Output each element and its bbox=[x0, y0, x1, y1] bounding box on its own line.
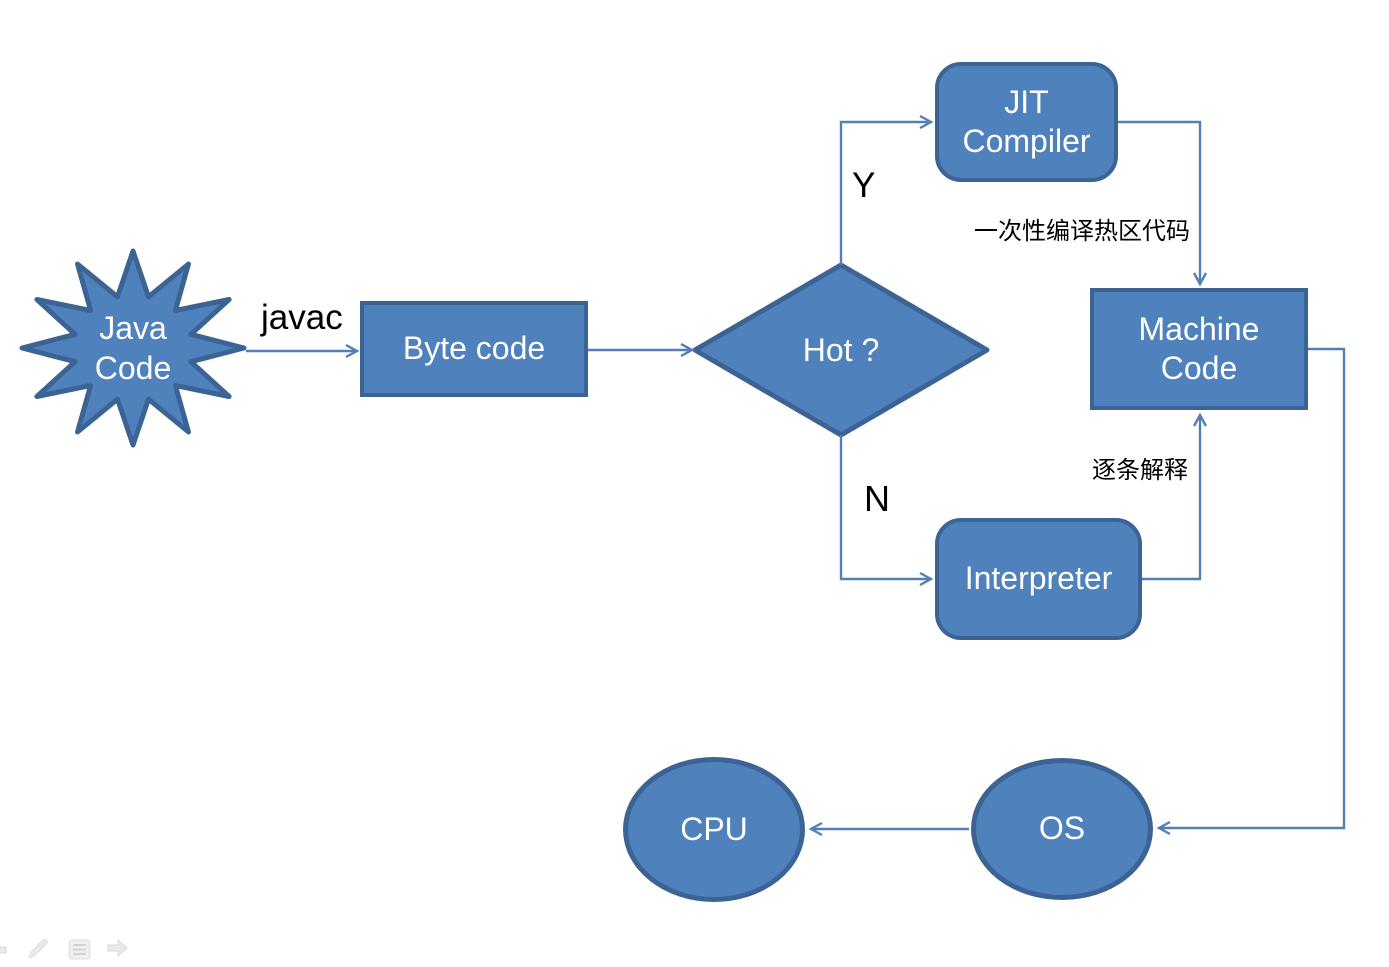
byte-code-label: Byte code bbox=[402, 330, 546, 367]
next-slide-icon[interactable] bbox=[105, 935, 131, 961]
jit-compiler-node: JIT Compiler bbox=[935, 62, 1118, 182]
machine-code-node: Machine Code bbox=[1090, 288, 1308, 410]
jit-label-line1: JIT bbox=[1004, 83, 1049, 120]
jit-label-line2: Compiler bbox=[962, 123, 1091, 159]
javac-edge-label: javac bbox=[261, 298, 343, 337]
os-node: OS bbox=[971, 758, 1153, 900]
pen-icon[interactable] bbox=[25, 935, 51, 961]
prev-slide-icon[interactable] bbox=[0, 937, 9, 963]
jit-compiler-label: JIT Compiler bbox=[962, 83, 1090, 161]
byte-code-node: Byte code bbox=[360, 301, 588, 397]
edge-machine-to-os bbox=[1156, 347, 1346, 836]
jit-note-label: 一次性编译热区代码 bbox=[974, 219, 1190, 245]
os-label: OS bbox=[1038, 810, 1086, 847]
edge-hot-yes-to-jit bbox=[839, 114, 934, 265]
machine-label-line1: Machine bbox=[1138, 310, 1260, 347]
interpret-note-label: 逐条解释 bbox=[1092, 458, 1188, 484]
interpreter-node: Interpreter bbox=[935, 518, 1142, 640]
cpu-label: CPU bbox=[680, 810, 748, 847]
machine-code-label: Machine Code bbox=[1139, 310, 1260, 388]
edge-jit-to-machine bbox=[1118, 120, 1208, 287]
edge-interpreter-to-machine bbox=[1142, 412, 1208, 581]
hot-no-label: N bbox=[864, 478, 890, 519]
machine-label-line2: Code bbox=[1160, 350, 1238, 386]
hot-yes-label: Y bbox=[852, 166, 876, 205]
cpu-node: CPU bbox=[623, 757, 805, 902]
hot-decision-diamond bbox=[692, 262, 990, 438]
interpreter-label: Interpreter bbox=[964, 560, 1113, 597]
edge-hot-no-to-interpreter bbox=[839, 435, 934, 587]
java-code-star bbox=[19, 248, 247, 448]
menu-icon[interactable] bbox=[66, 937, 92, 963]
